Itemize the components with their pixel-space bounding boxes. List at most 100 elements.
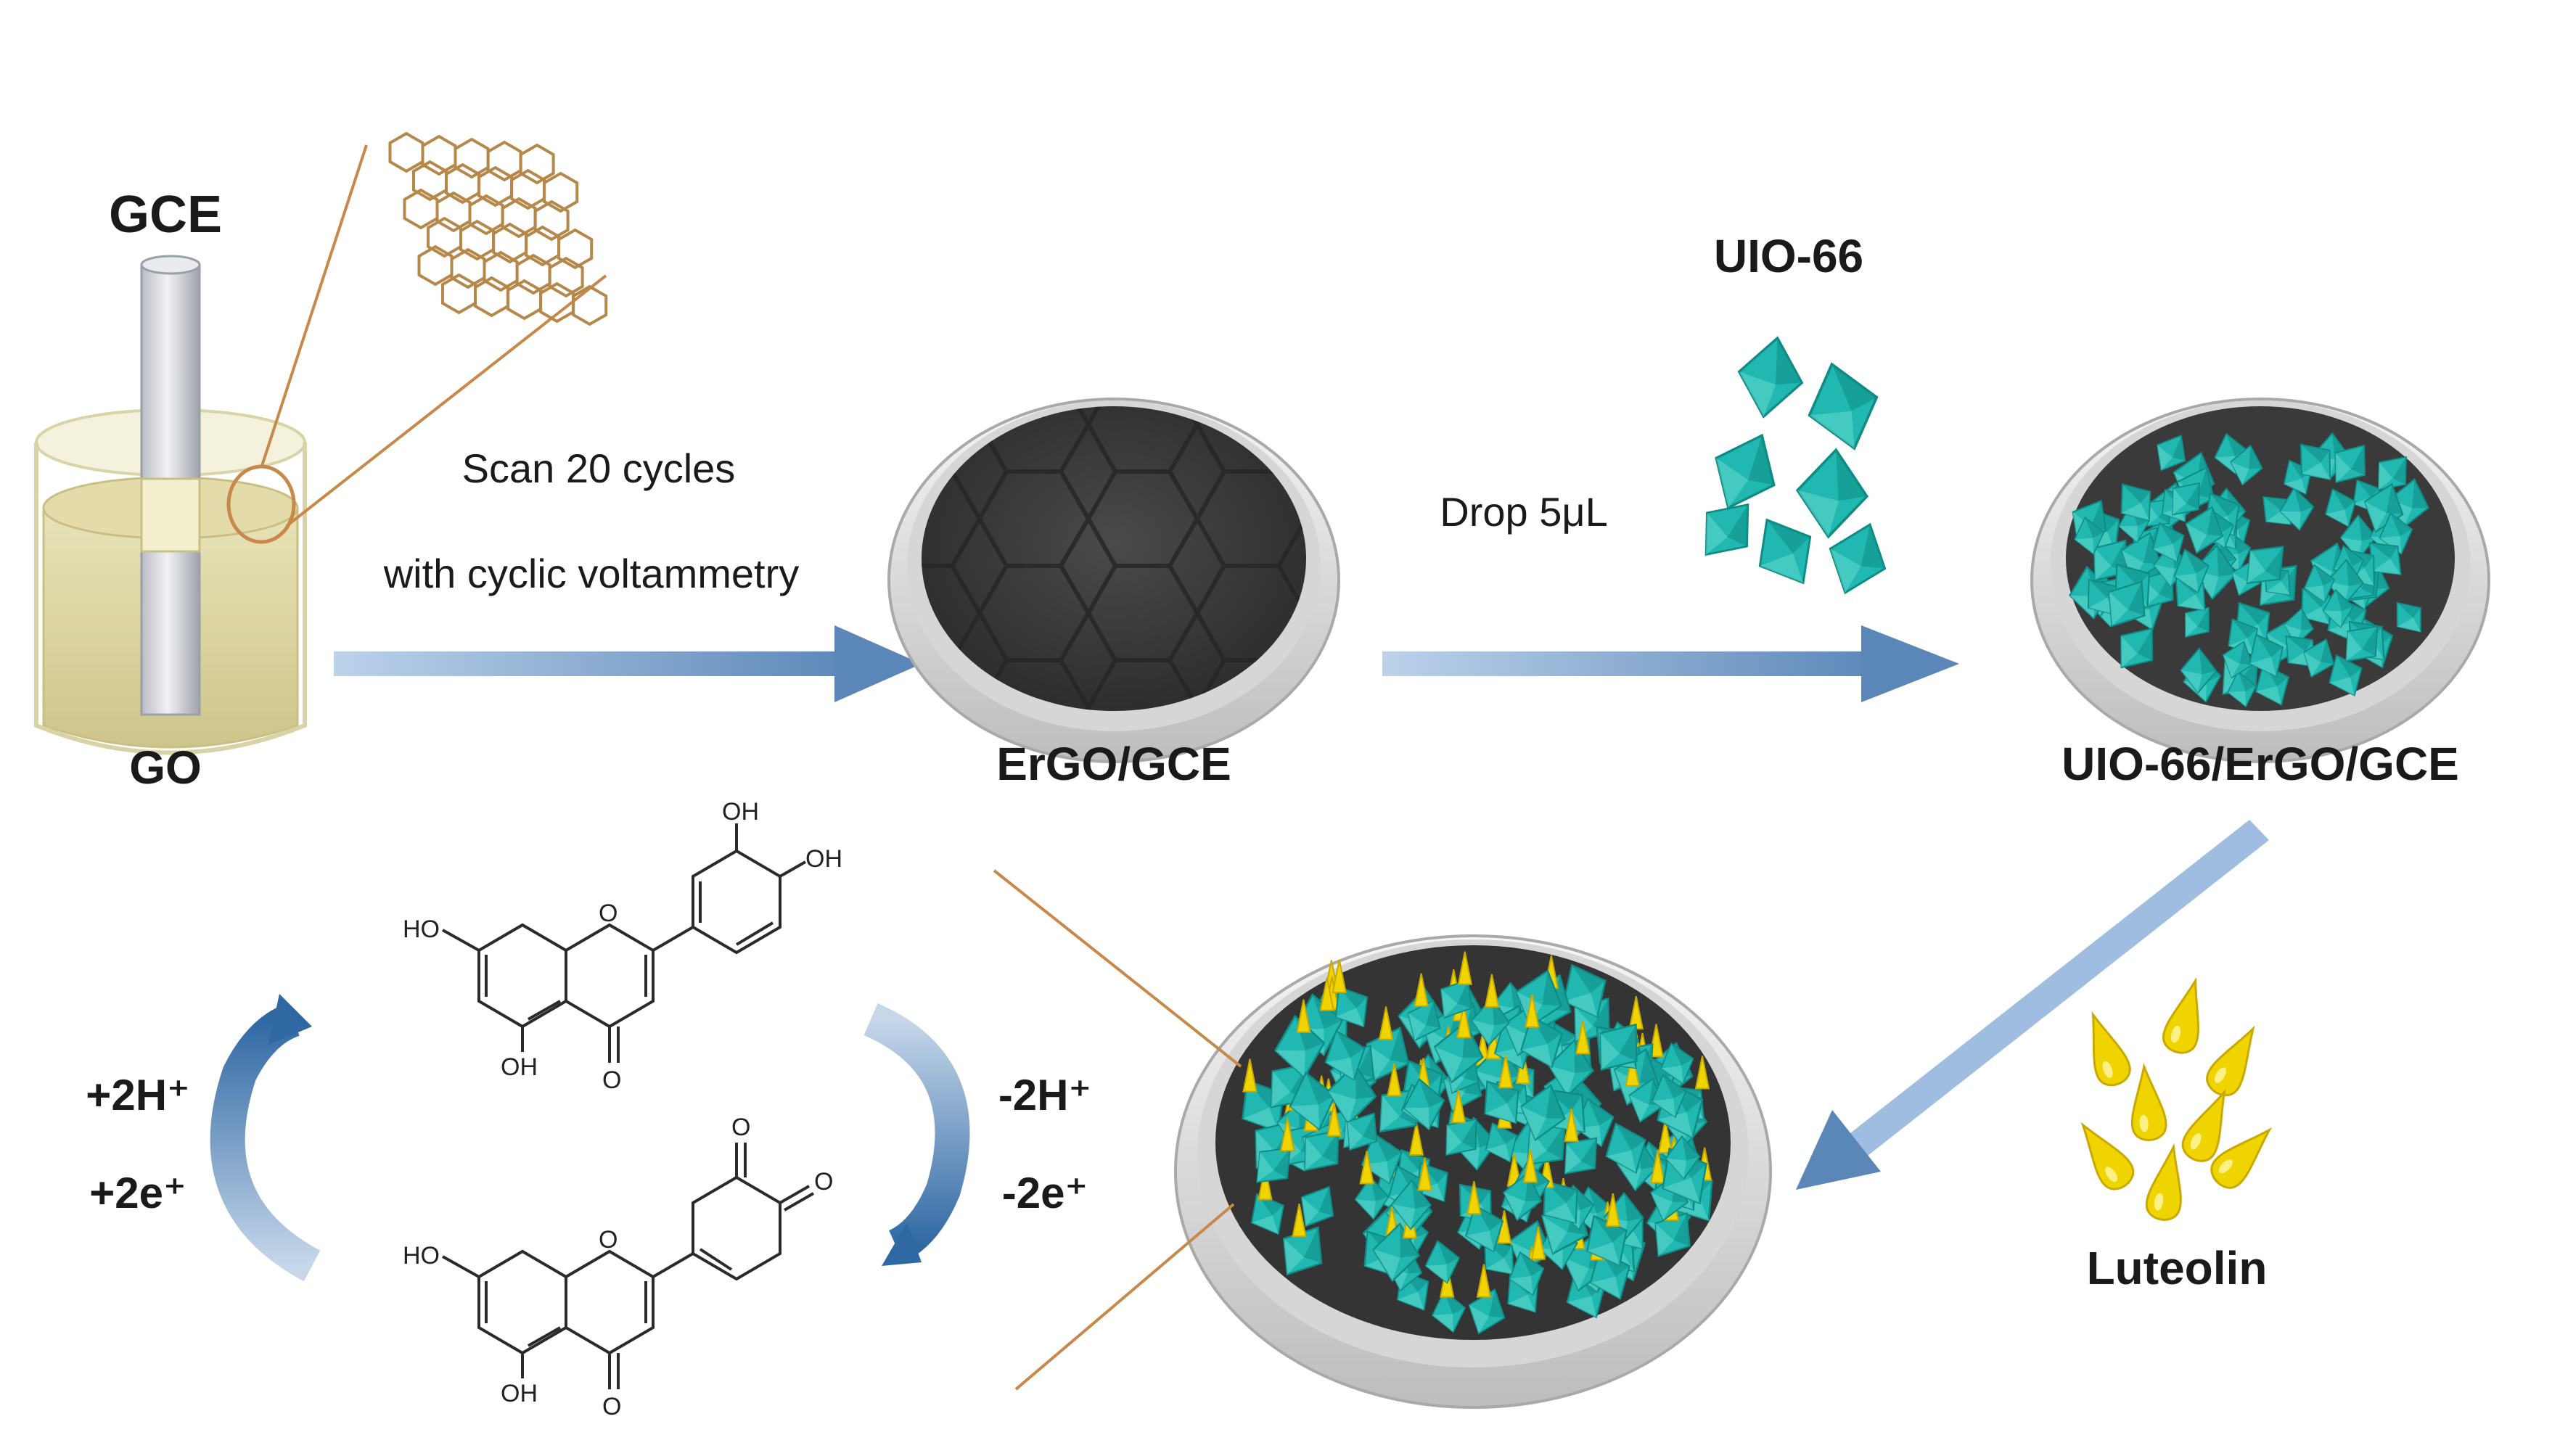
- luteolin-molecule: [1625, 1053, 1640, 1087]
- uio66-crystal: [1465, 1204, 1504, 1253]
- luteolin-structure: [442, 823, 806, 1063]
- uio66-crystal: [1562, 963, 1607, 1019]
- uio66-crystal: [1715, 433, 1776, 510]
- lattice-hexagon: [474, 276, 510, 318]
- uio66-crystal: [2120, 628, 2154, 669]
- luteolin-molecule: [1408, 1122, 1424, 1156]
- lattice-hexagon: [412, 160, 448, 202]
- chem-o-1: O: [599, 900, 618, 927]
- luteolin-molecule: [1484, 974, 1500, 1008]
- lattice-hexagon: [486, 140, 522, 182]
- lattice-hexagon: [427, 216, 462, 258]
- uio66-crystal: [2173, 548, 2210, 593]
- lattice-hexagon: [483, 250, 519, 292]
- lattice-hexagon: [388, 131, 424, 173]
- luteolin-molecule: [1326, 1103, 1342, 1137]
- uio66-crystal: [2303, 564, 2335, 604]
- luteolin-drop: [2181, 1088, 2226, 1162]
- uio66-crystals: [1704, 336, 1887, 595]
- lattice-hexagon: [435, 191, 472, 233]
- lattice-hexagon: [459, 219, 496, 261]
- luteolin-molecule: [1387, 1063, 1402, 1097]
- lattice-hexagon: [515, 253, 551, 295]
- lattice-hexagon: [417, 244, 454, 287]
- uio66-crystal: [1665, 1135, 1701, 1180]
- luteolin-molecule: [1296, 999, 1311, 1033]
- uio66-crystal: [1704, 503, 1749, 556]
- luteolin-molecule: [1657, 1119, 1673, 1154]
- uio66-crystal: [1519, 1084, 1567, 1141]
- luteolin-molecule: [1242, 1058, 1258, 1093]
- luteolin-molecule: [1522, 1149, 1538, 1183]
- luteolin-molecule: [1292, 1204, 1307, 1238]
- uio66-crystal: [2151, 522, 2185, 563]
- lattice-hexagon: [492, 222, 528, 264]
- lattice-hexagon: [454, 137, 490, 179]
- lattice-hexagon: [525, 225, 561, 267]
- lattice-hexagon: [468, 194, 504, 236]
- luteolin-drop: [2210, 1127, 2273, 1189]
- luteolin-molecule: [1359, 1151, 1374, 1185]
- uio66-crystal: [1605, 1122, 1646, 1174]
- uio66-crystal: [2368, 542, 2402, 575]
- uio66-crystal: [1575, 1098, 1615, 1148]
- chem-o-4: O: [602, 1393, 621, 1420]
- lattice-hexagon: [445, 163, 481, 205]
- plus-2h-label: +2H⁺: [86, 1071, 189, 1119]
- uio66-crystal: [2303, 638, 2335, 678]
- luteolin-molecule: [1575, 1021, 1591, 1055]
- luteolin-molecule: [1605, 1193, 1621, 1227]
- luteolin-uio-ergo-gce-electrode: [1174, 934, 1772, 1409]
- uio66-crystal: [2227, 670, 2257, 708]
- arrow-luteolin: [1796, 820, 2269, 1190]
- lattice-hexagon: [441, 273, 477, 315]
- luteolin-molecule: [1456, 1004, 1472, 1039]
- uio66-crystal: [2325, 488, 2357, 527]
- uio66-crystal: [2087, 578, 2117, 616]
- uio66-crystal: [2377, 456, 2407, 491]
- luteolin-drop: [2162, 977, 2199, 1054]
- uio66-crystal: [2230, 444, 2263, 486]
- scan-label-line2: with cyclic voltammetry: [383, 551, 800, 596]
- luteolin-molecule: [1319, 977, 1334, 1011]
- uio66-crystal: [2262, 495, 2292, 525]
- minus-2e-label: -2e⁺: [1002, 1169, 1088, 1217]
- uio66-crystal: [1304, 1130, 1340, 1172]
- luteolin-molecule: [1650, 1150, 1665, 1184]
- luteolin-molecule: [1466, 1181, 1482, 1215]
- uio66-crystal: [1440, 979, 1472, 1019]
- reduction-cycle-arrow: [210, 994, 321, 1282]
- chem-o-6: O: [814, 1168, 833, 1196]
- uio66-label: UIO-66: [1714, 230, 1863, 282]
- lattice-hexagon: [450, 247, 486, 289]
- uio66-crystal: [1520, 1015, 1563, 1069]
- uio66-crystal: [2329, 654, 2363, 697]
- lattice-hexagon: [548, 256, 584, 298]
- lattice-hexagon: [543, 171, 579, 213]
- luteolin-drop: [2091, 1011, 2131, 1087]
- luteolin-molecule: [1378, 1006, 1394, 1040]
- plus-2e-label: +2e⁺: [89, 1169, 186, 1217]
- uio66-crystal: [2279, 487, 2315, 531]
- uio66-crystal: [1599, 1023, 1638, 1072]
- uio66-crystal: [2222, 641, 2253, 679]
- uio66-crystal: [1324, 1029, 1366, 1081]
- lattice-hexagon: [510, 168, 546, 210]
- arrow-drop: [1382, 625, 1959, 702]
- luteolin-molecule: [1476, 1264, 1492, 1298]
- uio66-crystal: [1403, 1077, 1445, 1131]
- uio66-crystal: [1758, 518, 1812, 585]
- drop-label: Drop 5μL: [1440, 489, 1608, 535]
- chem-ho-2: HO: [403, 1242, 440, 1270]
- uio66-crystal: [1660, 1042, 1694, 1085]
- minus-2h-label: -2H⁺: [998, 1071, 1091, 1119]
- graphene-lattice: [388, 131, 608, 326]
- lattice-hexagon: [572, 284, 608, 326]
- beaker-with-electrode: [34, 255, 307, 755]
- uio66-crystal: [1737, 336, 1804, 419]
- luteolin-molecule: [1694, 1056, 1710, 1090]
- uio66-crystal: [2300, 443, 2331, 481]
- uio66-crystal: [1509, 1251, 1545, 1296]
- uio66-crystal: [1361, 1132, 1403, 1185]
